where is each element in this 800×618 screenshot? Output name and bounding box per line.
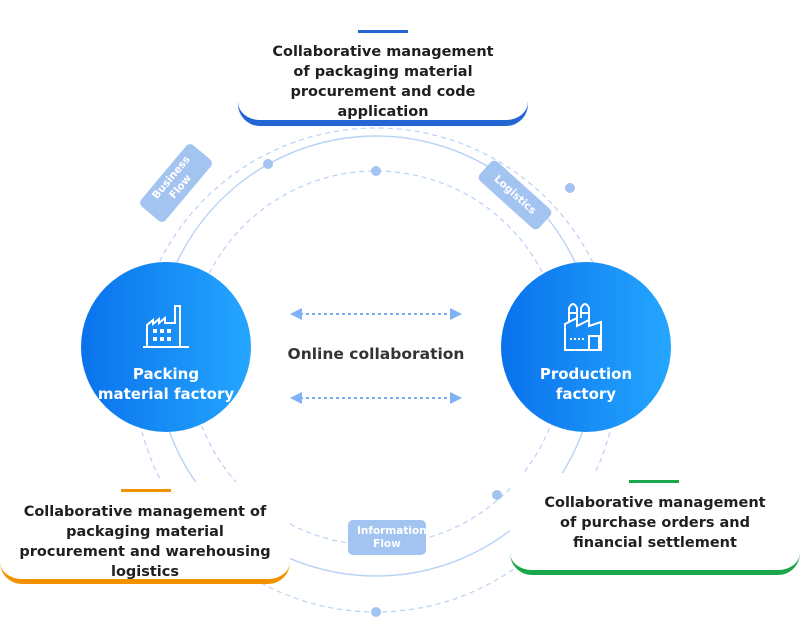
node-label: Packing material factory xyxy=(97,365,235,403)
card-procurement-warehousing: Collaborative management of packaging ma… xyxy=(0,482,290,584)
accent-bar xyxy=(629,480,679,483)
ring-dot xyxy=(565,183,575,193)
accent-bar xyxy=(358,30,408,33)
card-procurement-code: Collaborative management of packaging ma… xyxy=(238,22,528,124)
collab-arrow-bottom xyxy=(290,392,462,404)
factory-icon xyxy=(141,302,191,355)
node-production-factory: Production factory xyxy=(501,262,671,432)
ring-dot xyxy=(263,159,273,169)
card-text: Collaborative management of purchase ord… xyxy=(544,495,766,551)
online-collaboration-label: Online collaboration xyxy=(287,345,465,363)
ring-dot xyxy=(492,490,502,500)
card-text: Collaborative management of packaging ma… xyxy=(272,44,494,120)
accent-bar xyxy=(121,489,171,492)
information-flow-tag: Information Flow xyxy=(348,520,427,555)
card-text: Collaborative management of packaging ma… xyxy=(19,504,271,580)
node-label: Production factory xyxy=(539,365,633,403)
node-packing-material-factory: Packing material factory xyxy=(81,262,251,432)
collab-arrow-top xyxy=(290,308,462,320)
ring-dot xyxy=(371,607,381,617)
card-orders-settlement: Collaborative management of purchase ord… xyxy=(510,473,800,575)
factory-chimneys-icon xyxy=(561,302,611,357)
ring-dot xyxy=(371,166,381,176)
